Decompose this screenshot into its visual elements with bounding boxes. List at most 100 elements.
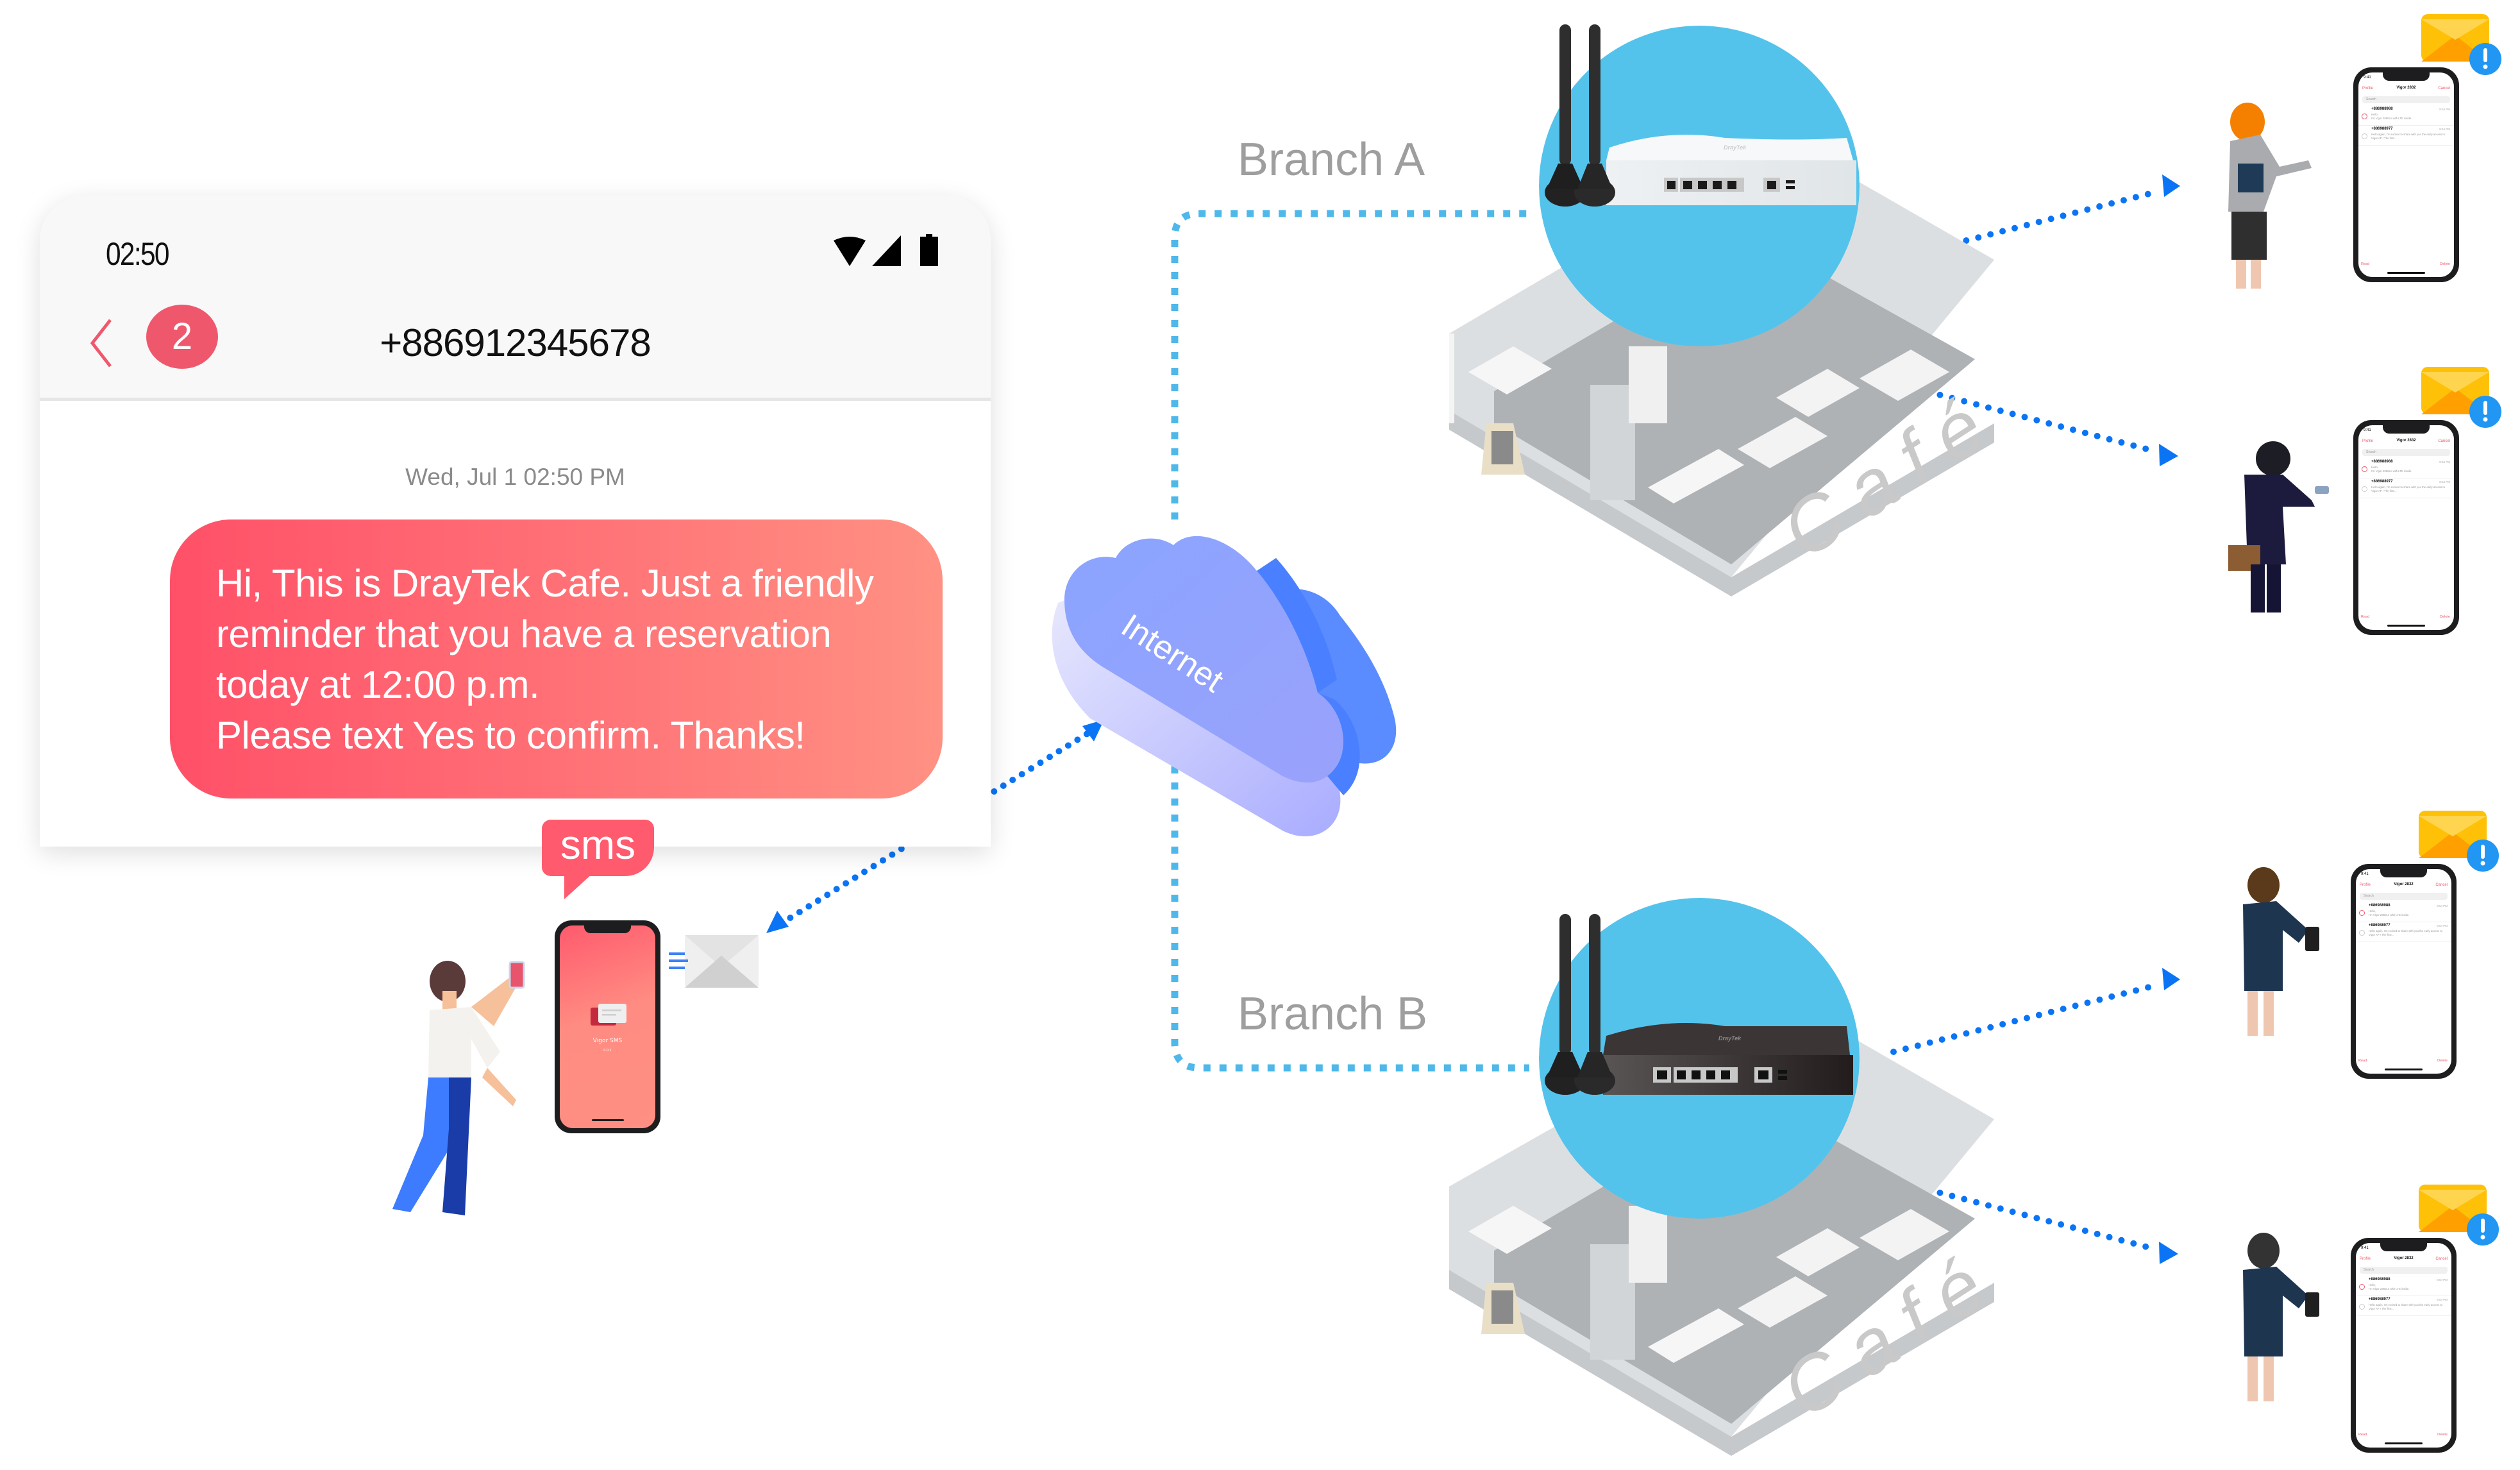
unchecked-circle-icon[interactable]	[2362, 486, 2367, 492]
app-name: Vigor SMS	[592, 1038, 623, 1044]
inbox-nav: Profile Vigor 2832 Cancel	[2358, 438, 2454, 447]
unchecked-circle-icon[interactable]	[2362, 133, 2367, 139]
inbox-screen: 9:41 Profile Vigor 2832 Cancel Search +8…	[2356, 1243, 2451, 1448]
antenna-b-icon	[1545, 914, 1615, 1095]
cancel-button[interactable]: Cancel	[2435, 1257, 2448, 1261]
message-list-item[interactable]: +886988988 8:54 PM Hello, I'm Vigor 2860…	[2358, 106, 2454, 126]
search-input[interactable]: Search	[2362, 96, 2450, 103]
search-input[interactable]: Search	[2360, 1267, 2448, 1274]
inbox-screen: 9:41 Profile Vigor 2832 Cancel Search +8…	[2358, 72, 2454, 277]
checked-circle-icon[interactable]	[2359, 1284, 2365, 1290]
inbox-nav: Profile Vigor 2832 Cancel	[2356, 882, 2451, 891]
unchecked-circle-icon[interactable]	[2359, 1304, 2365, 1310]
message-line: reminder that you have a reservation	[216, 612, 832, 655]
person-tablet-icon	[2305, 927, 2319, 951]
message-preview: Hello, I'm Vigor 2860Ln with LTE inside.	[2369, 909, 2410, 917]
inbox-title: Vigor 2832	[2394, 883, 2414, 886]
message-preview: Hello again, I'm excited to share with y…	[2369, 1303, 2442, 1310]
delete-button[interactable]: Delete	[2440, 262, 2450, 266]
message-preview: Hello, I'm Vigor 2860Ln with LTE inside.	[2369, 1283, 2410, 1290]
sender-number: +886988988	[2371, 107, 2393, 111]
delete-button[interactable]: Delete	[2437, 1433, 2448, 1437]
read-button[interactable]: Read	[2358, 1059, 2367, 1063]
read-button[interactable]: Read	[2361, 262, 2370, 266]
search-input[interactable]: Search	[2360, 893, 2448, 900]
back-profile-button[interactable]: Profile	[2362, 439, 2374, 443]
notification-envelope-1-icon	[2421, 14, 2501, 75]
message-time: 8:54 PM	[2439, 108, 2450, 111]
internet-cloud-icon	[1052, 536, 1397, 836]
recipient-person-1-icon	[2228, 103, 2312, 289]
cancel-button[interactable]: Cancel	[2435, 883, 2448, 887]
chevron-left-icon[interactable]	[85, 317, 117, 369]
cancel-button[interactable]: Cancel	[2438, 87, 2450, 90]
message-time: 8:54 PM	[2439, 128, 2450, 131]
arrow-head-icon	[2159, 1242, 2178, 1264]
recipient-phone-1: 9:41 Profile Vigor 2832 Cancel Search +8…	[2353, 67, 2459, 282]
phone-notch	[2380, 1243, 2427, 1251]
notify-arrow-b1	[1890, 968, 2180, 1055]
branch-b-router-circle: DrayTek	[1539, 898, 1860, 1219]
sms-conversation-card: 02:50 2 +886912345678 Wed, Jul 1 02:50 P…	[40, 196, 991, 847]
notify-arrow-b2	[1888, 1177, 2178, 1264]
message-time: 8:54 PM	[2437, 1298, 2448, 1301]
phone-notch	[584, 925, 631, 933]
delete-button[interactable]: Delete	[2440, 615, 2450, 619]
checked-circle-icon[interactable]	[2362, 466, 2367, 472]
read-button[interactable]: Read	[2361, 615, 2370, 619]
message-preview: Hello again, I'm excited to share with y…	[2371, 486, 2445, 493]
message-list-item[interactable]: +886988977 8:54 PM Hello again, I'm exci…	[2356, 1296, 2451, 1316]
phone-time: 9:41	[2364, 76, 2371, 80]
inbox-nav: Profile Vigor 2832 Cancel	[2358, 85, 2454, 94]
delete-button[interactable]: Delete	[2437, 1059, 2448, 1063]
inbox-title: Vigor 2832	[2396, 86, 2416, 90]
message-list-item[interactable]: +886988977 8:54 PM Hello again, I'm exci…	[2358, 126, 2454, 146]
contact-number: +886912345678	[380, 321, 651, 364]
person-phone-icon	[508, 961, 525, 989]
wifi-icon	[834, 237, 866, 266]
arrow-head-cloud-icon	[1082, 720, 1104, 741]
unchecked-circle-icon[interactable]	[2359, 930, 2365, 936]
checked-circle-icon[interactable]	[2359, 910, 2365, 916]
arrow-head-icon	[2162, 174, 2180, 197]
phone-time: 9:41	[2364, 428, 2371, 432]
checked-circle-icon[interactable]	[2362, 114, 2367, 119]
person-phone-icon	[2315, 486, 2329, 494]
recipient-person-3-icon	[2243, 867, 2319, 1036]
message-list-item[interactable]: +886988988 8:54 PM Hello, I'm Vigor 2860…	[2358, 459, 2454, 478]
message-line: Hi, This is DrayTek Cafe. Just a friendl…	[216, 562, 874, 605]
read-button[interactable]: Read	[2358, 1433, 2367, 1437]
message-time: 8:54 PM	[2439, 460, 2450, 464]
home-indicator	[2385, 1069, 2423, 1070]
search-input[interactable]: Search	[2362, 449, 2450, 456]
message-list-item[interactable]: +886988988 8:54 PM Hello, I'm Vigor 2860…	[2356, 902, 2451, 922]
home-indicator	[592, 1119, 624, 1121]
notification-envelope-4-icon	[2419, 1185, 2499, 1246]
sender-number: +886988977	[2369, 1297, 2390, 1301]
cellular-signal-icon	[872, 235, 901, 266]
inbox-title: Vigor 2832	[2396, 439, 2416, 443]
message-list-item[interactable]: +886988977 8:54 PM Hello again, I'm exci…	[2356, 922, 2451, 942]
app-version: 0.0.1	[603, 1049, 612, 1052]
back-profile-button[interactable]: Profile	[2362, 87, 2374, 90]
arrow-head-icon	[2162, 968, 2180, 990]
message-list-item[interactable]: +886988977 8:54 PM Hello again, I'm exci…	[2358, 478, 2454, 498]
message-preview: Hello, I'm Vigor 2860Ln with LTE inside.	[2371, 466, 2412, 473]
cancel-button[interactable]: Cancel	[2438, 439, 2450, 443]
message-line: Please text Yes to confirm. Thanks!	[216, 714, 805, 757]
sender-number: +886988977	[2371, 127, 2393, 131]
recipient-phone-2: 9:41 Profile Vigor 2832 Cancel Search +8…	[2353, 420, 2459, 635]
home-indicator	[2387, 272, 2425, 274]
recipient-phone-3: 9:41 Profile Vigor 2832 Cancel Search +8…	[2351, 864, 2457, 1079]
unread-count-badge[interactable]: 2	[146, 305, 218, 369]
recipient-phone-4: 9:41 Profile Vigor 2832 Cancel Search +8…	[2351, 1238, 2457, 1453]
message-preview: Hello again, I'm excited to share with y…	[2371, 133, 2445, 140]
message-list-item[interactable]: +886988988 8:54 PM Hello, I'm Vigor 2860…	[2356, 1276, 2451, 1296]
inbox-screen: 9:41 Profile Vigor 2832 Cancel Search +8…	[2358, 425, 2454, 630]
battery-icon	[920, 234, 938, 266]
back-profile-button[interactable]: Profile	[2360, 883, 2371, 887]
back-profile-button[interactable]: Profile	[2360, 1257, 2371, 1261]
arrow-head-sender-icon	[766, 911, 789, 933]
message-preview: Hello, I'm Vigor 2860Ln with LTE inside.	[2371, 113, 2412, 120]
sender-phone: Vigor SMS 0.0.1	[555, 920, 660, 1133]
